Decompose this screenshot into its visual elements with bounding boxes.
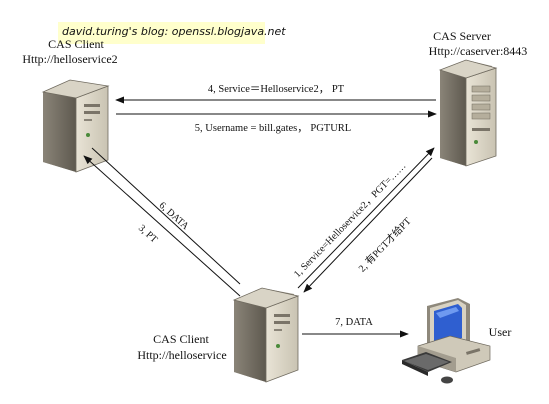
edge-6-label: 6, DATA [157, 200, 192, 233]
cas-client-top-url: Http://helloservice2 [22, 52, 117, 66]
cas-client-top-server-icon [41, 79, 110, 173]
cas-client-bottom-url: Http://helloservice [137, 348, 226, 362]
cas-server-url: Http://caserver:8443 [429, 44, 528, 58]
edge-3-line [91, 147, 241, 285]
cas-client-bottom-title: CAS Client [153, 332, 209, 346]
cas-client-top-title: CAS Client [48, 37, 104, 51]
edge-7-label: 7, DATA [335, 317, 373, 328]
cas-server-tower-icon [438, 59, 498, 167]
edge-2-label: 2, 有PGT才给PT [355, 215, 413, 275]
edge-5-label: 5, Username = bill.gates， PGTURL [195, 123, 351, 134]
watermark-box [58, 22, 265, 44]
edge-1-arrow [297, 147, 435, 289]
edge-6-arrow [83, 155, 241, 297]
user-label: User [489, 325, 512, 339]
watermark: david.turing's blog: openssl.blogjava.ne… [62, 25, 286, 38]
edge-2-arrow [303, 157, 433, 293]
edge-3-label: 3, PT [136, 223, 159, 246]
cas-server-title: CAS Server [433, 29, 491, 43]
edge-4-label: 4, Service＝Helloservice2， PT [208, 84, 345, 95]
edge-1-label: 1, Service=Helloservice2，PGT=…… [292, 161, 408, 280]
user-computer-icon [402, 298, 491, 384]
cas-client-bottom-server-icon [232, 287, 300, 383]
